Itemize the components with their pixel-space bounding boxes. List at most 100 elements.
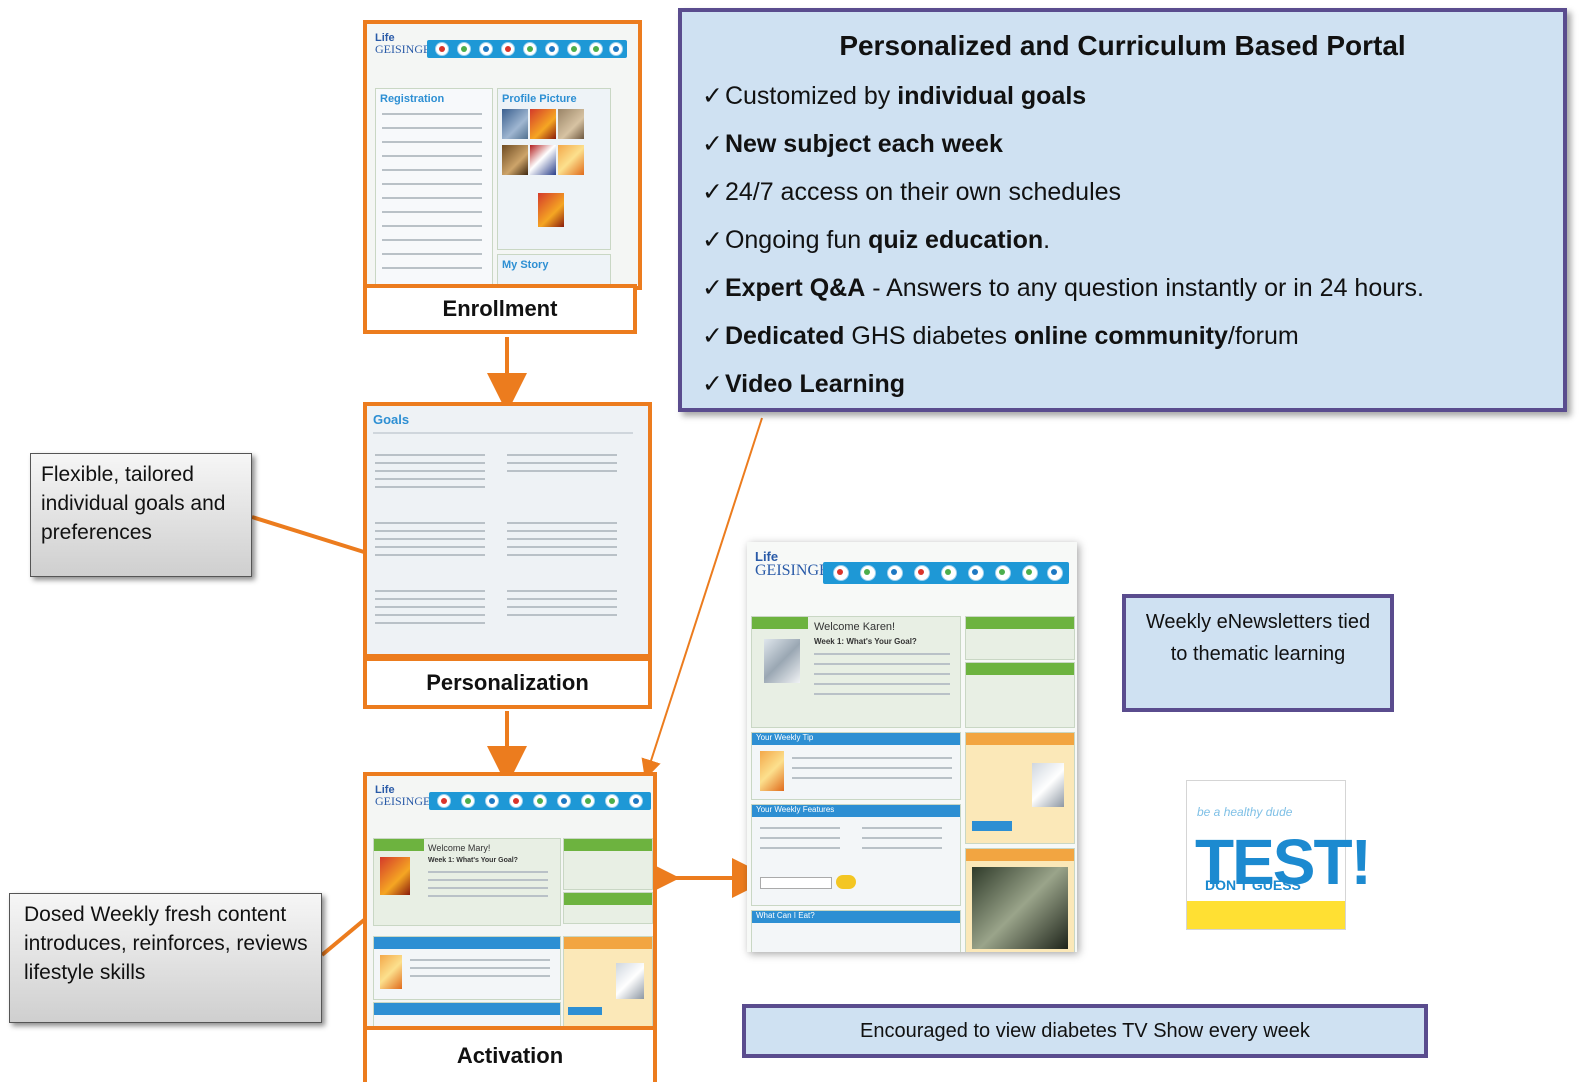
content-connector <box>320 918 366 957</box>
weekly-tip-panel <box>373 936 561 1000</box>
feature-item: ✓Ongoing fun quiz education. <box>702 225 1051 254</box>
portal-pointer <box>641 417 763 780</box>
profile-photo <box>502 145 528 175</box>
blog-panel <box>965 662 1075 728</box>
feature-item: ✓Expert Q&A - Answers to any question in… <box>702 273 1424 302</box>
tv-panel <box>965 848 1075 952</box>
profile-photo <box>530 109 556 139</box>
portal-title: Personalized and Curriculum Based Portal <box>839 30 1406 61</box>
nav-icon <box>629 794 643 808</box>
nav-icon <box>567 42 581 56</box>
test-dont-guess-badge: be a healthy dude TEST! DON'T GUESS <box>1186 780 1372 930</box>
week-title: Week 1: What's Your Goal? <box>814 637 917 646</box>
quiz-photo <box>1032 763 1064 807</box>
welcome-panel: Welcome Mary! Week 1: What's Your Goal? <box>373 838 561 926</box>
nav-icon <box>437 794 451 808</box>
what-can-i-eat-heading: What Can I Eat? <box>756 911 815 920</box>
nav-icon <box>581 794 595 808</box>
profile-photo <box>502 109 528 139</box>
profile-heading: Profile Picture <box>502 93 577 105</box>
feature-item: ✓24/7 access on their own schedules <box>702 177 1122 206</box>
badge-yellow-stripe <box>1187 901 1345 929</box>
nav-icon <box>609 42 623 56</box>
what-can-i-eat-panel: What Can I Eat? <box>751 910 961 952</box>
welcome-text: Welcome Karen! <box>814 621 896 633</box>
progress-panel <box>563 838 653 890</box>
profile-photo <box>558 145 584 175</box>
nav-icon <box>995 565 1011 581</box>
nav-icon <box>968 565 984 581</box>
weekly-features-heading: Your Weekly Features <box>756 805 835 814</box>
tip-photo <box>760 751 784 791</box>
content-callout: Dosed Weekly fresh content introduces, r… <box>9 893 322 1023</box>
nav-icon <box>1047 565 1063 581</box>
nav-icon <box>1022 565 1038 581</box>
nav-bar <box>427 40 627 58</box>
goals-callout: Flexible, tailored individual goals and … <box>30 453 252 577</box>
goals-heading: Goals <box>373 412 410 427</box>
week-title: Week 1: What's Your Goal? <box>428 857 518 864</box>
newsletters-callout: Weekly eNewsletters tied to thematic lea… <box>1122 594 1394 712</box>
features-panel <box>373 1002 561 1026</box>
profile-photo <box>538 193 564 227</box>
feature-item: ✓New subject each week <box>702 129 1003 158</box>
nav-icon <box>860 565 876 581</box>
welcome-panel: Welcome Karen! Week 1: What's Your Goal? <box>751 616 961 728</box>
quiz-panel <box>563 936 653 1026</box>
nav-icon <box>589 42 603 56</box>
blog-panel <box>563 892 653 924</box>
nav-icon <box>435 42 449 56</box>
nav-icon <box>457 42 471 56</box>
badge-tagline: be a healthy dude <box>1197 805 1293 819</box>
profile-panel: Profile Picture <box>497 88 611 250</box>
nav-icon <box>509 794 523 808</box>
personalization-screenshot: Goals <box>363 402 652 658</box>
nav-icon <box>501 42 515 56</box>
nav-icon <box>461 794 475 808</box>
profile-photo <box>530 145 556 175</box>
weekly-tip-panel: Your Weekly Tip <box>751 732 961 800</box>
nav-icon <box>545 42 559 56</box>
nav-bar <box>429 792 651 810</box>
goals-connector <box>251 515 365 554</box>
nav-icon <box>533 794 547 808</box>
nav-icon <box>479 42 493 56</box>
profile-photo <box>764 639 800 683</box>
weekly-tip-heading: Your Weekly Tip <box>756 733 814 742</box>
nav-icon <box>485 794 499 808</box>
welcome-text: Welcome Mary! <box>428 843 491 853</box>
tip-photo <box>380 955 402 989</box>
badge-dont-guess-text: DON'T GUESS <box>1205 877 1301 893</box>
nav-icon <box>833 565 849 581</box>
nav-bar <box>823 562 1069 584</box>
nav-icon <box>887 565 903 581</box>
stage-label-enrollment: Enrollment <box>363 284 637 334</box>
nav-icon <box>941 565 957 581</box>
features-panel: Your Weekly Features <box>751 804 961 906</box>
nav-icon <box>557 794 571 808</box>
tv-show-photo <box>972 867 1068 949</box>
feature-item: ✓Customized by individual goals <box>702 81 1087 110</box>
registration-heading: Registration <box>380 93 445 105</box>
feature-item: ✓Video Learning <box>702 369 906 398</box>
story-panel: My Story <box>497 254 611 286</box>
nav-icon <box>523 42 537 56</box>
badge-test-text: TEST! <box>1195 826 1372 898</box>
profile-photo <box>558 109 584 139</box>
nav-icon <box>914 565 930 581</box>
nav-icon <box>605 794 619 808</box>
tv-show-callout: Encouraged to view diabetes TV Show ever… <box>742 1004 1428 1058</box>
quiz-photo <box>616 963 644 999</box>
profile-photo <box>380 857 410 895</box>
stage-label-activation: Activation <box>363 1026 657 1082</box>
quiz-panel <box>965 732 1075 844</box>
story-heading: My Story <box>502 259 549 271</box>
feature-item: ✓Dedicated GHS diabetes online community… <box>702 321 1299 350</box>
registration-panel: Registration <box>375 88 493 286</box>
